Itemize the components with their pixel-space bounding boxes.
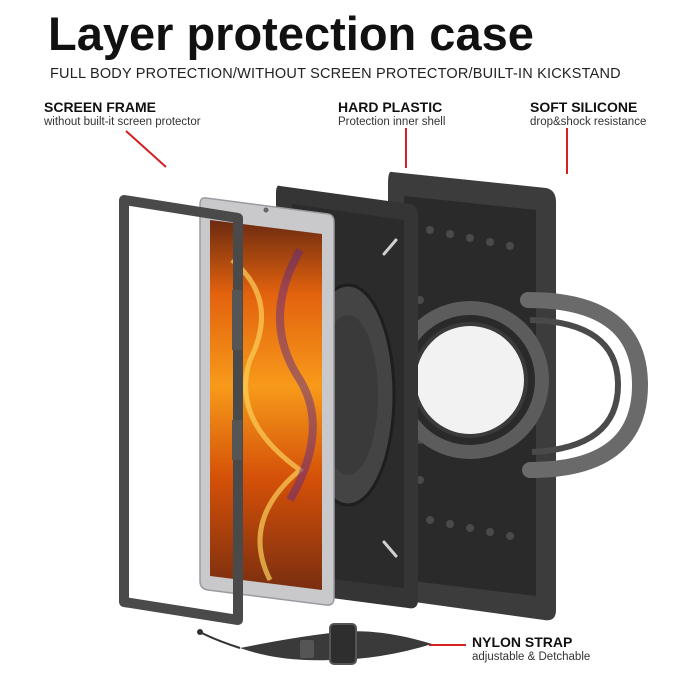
screen-frame-heading: SCREEN FRAME [44, 99, 157, 115]
screen-frame-description: without built-it screen protector [44, 116, 201, 128]
screen-frame-pointer-line [125, 130, 167, 168]
label-soft-silicone: SOFT SILICONE drop&shock resistance [530, 99, 646, 128]
hard-plastic-heading: HARD PLASTIC [338, 99, 443, 115]
screen-frame-layer [119, 195, 243, 625]
tablet-wallpaper [210, 220, 322, 590]
front-camera-icon [263, 207, 269, 213]
soft-silicone-description: drop&shock resistance [530, 116, 647, 128]
label-screen-frame: SCREEN FRAME without built-it screen pro… [44, 99, 201, 128]
label-hard-plastic: HARD PLASTIC Protection inner shell [338, 99, 445, 128]
soft-silicone-case [388, 171, 649, 621]
nylon-strap-description: adjustable & Detchable [472, 651, 591, 663]
page-title: Layer protection case [48, 7, 534, 60]
soft-silicone-heading: SOFT SILICONE [530, 99, 638, 115]
strap-buckle [329, 623, 357, 665]
nylon-strap-heading: NYLON STRAP [472, 634, 573, 650]
page-subtitle: FULL BODY PROTECTION/WITHOUT SCREEN PROT… [50, 66, 621, 82]
kickstand-handle [520, 292, 649, 478]
nylon-strap [197, 623, 432, 665]
tablet-device [199, 197, 335, 606]
hard-plastic-description: Protection inner shell [338, 116, 446, 128]
label-nylon-strap: NYLON STRAP adjustable & Detchable [472, 634, 590, 663]
